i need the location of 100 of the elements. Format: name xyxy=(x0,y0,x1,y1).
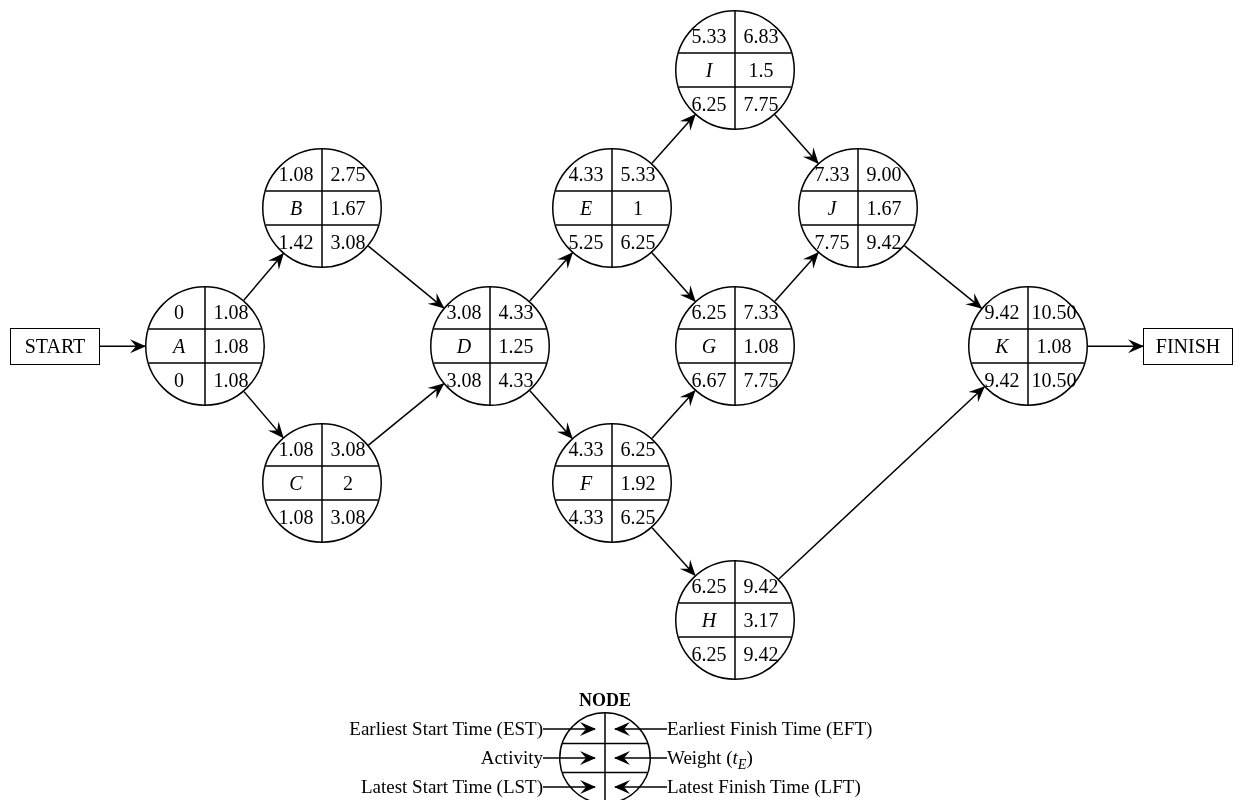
time-value: 6.25 xyxy=(690,642,728,667)
time-value: 0 xyxy=(173,368,185,393)
time-value: 7.33 xyxy=(742,300,780,325)
arrow xyxy=(529,390,573,439)
time-value: 1.08 xyxy=(742,334,780,359)
activity-node-circle xyxy=(262,423,382,543)
time-value: 9.42 xyxy=(742,642,780,667)
activity-label: B xyxy=(288,196,304,221)
time-value: 2.75 xyxy=(329,162,367,187)
time-value: 2 xyxy=(342,471,354,496)
time-value: 5.33 xyxy=(619,162,657,187)
time-value: 1.67 xyxy=(329,196,367,221)
time-value: 1 xyxy=(632,196,644,221)
arrow xyxy=(367,245,445,309)
activity-label: G xyxy=(700,334,718,359)
time-value: 4.33 xyxy=(567,437,605,462)
activity-label: A xyxy=(171,334,187,359)
time-value: 1.67 xyxy=(865,196,903,221)
legend-text: Weight (t$_{E}$) xyxy=(667,745,967,771)
leader-arrow xyxy=(542,780,596,794)
arrow xyxy=(903,245,983,309)
terminal-box: FINISH xyxy=(1143,328,1233,365)
time-value: 1.25 xyxy=(497,334,535,359)
time-value: 6.25 xyxy=(619,505,657,530)
time-value: 4.33 xyxy=(567,505,605,530)
time-value: 6.25 xyxy=(690,300,728,325)
time-value: 1.08 xyxy=(212,334,250,359)
time-value: 1.08 xyxy=(212,300,250,325)
time-value: 3.08 xyxy=(329,230,367,255)
time-value: 5.25 xyxy=(567,230,605,255)
time-value: 3.17 xyxy=(742,608,780,633)
arrow xyxy=(243,390,284,439)
arrow xyxy=(651,389,696,440)
arrow xyxy=(778,386,985,580)
time-value: 3.08 xyxy=(445,300,483,325)
activity-node-circle xyxy=(675,286,795,406)
time-value: 7.75 xyxy=(742,368,780,393)
time-value: 4.33 xyxy=(497,368,535,393)
arrow xyxy=(774,252,819,302)
leader-arrow xyxy=(614,780,668,794)
time-value: 3.08 xyxy=(329,437,367,462)
time-value: 1.08 xyxy=(277,437,315,462)
time-value: 7.75 xyxy=(813,230,851,255)
time-value: 0 xyxy=(173,300,185,325)
time-value: 10.50 xyxy=(1030,368,1078,393)
leader-arrow xyxy=(614,751,668,765)
leader-arrow xyxy=(614,722,668,736)
time-value: 6.25 xyxy=(690,574,728,599)
time-value: 1.08 xyxy=(277,162,315,187)
legend-heading: NODE xyxy=(579,690,631,711)
arrow xyxy=(367,383,445,446)
time-value: 9.42 xyxy=(865,230,903,255)
time-value: 9.42 xyxy=(742,574,780,599)
activity-node-circle xyxy=(675,10,795,130)
activity-node-circle xyxy=(968,286,1088,406)
leader-arrow xyxy=(542,751,596,765)
legend-text: Latest Finish Time (LFT) xyxy=(667,774,967,800)
time-value: 1.08 xyxy=(277,505,315,530)
terminal-box: START xyxy=(10,328,100,365)
time-value: 7.33 xyxy=(813,162,851,187)
time-value: 3.08 xyxy=(445,368,483,393)
arrow xyxy=(243,253,284,301)
activity-node-circle xyxy=(552,148,672,268)
arrow xyxy=(529,252,573,302)
time-value: 7.75 xyxy=(742,92,780,117)
time-value: 6.25 xyxy=(690,92,728,117)
activity-node-circle xyxy=(798,148,918,268)
activity-label: F xyxy=(578,471,594,496)
arrow xyxy=(99,339,146,354)
leader-arrow xyxy=(542,722,596,736)
legend-text: Earliest Finish Time (EFT) xyxy=(667,716,967,742)
activity-node-circle xyxy=(675,560,795,680)
time-value: 6.25 xyxy=(619,230,657,255)
arrow xyxy=(651,526,696,577)
time-value: 9.42 xyxy=(983,300,1021,325)
activity-label: K xyxy=(994,334,1011,359)
legend-text: Latest Start Time (LST) xyxy=(243,774,543,800)
time-value: 9.42 xyxy=(983,368,1021,393)
time-value: 6.83 xyxy=(742,24,780,49)
activity-node-circle xyxy=(145,286,265,406)
time-value: 5.33 xyxy=(690,24,728,49)
activity-node-circle xyxy=(552,423,672,543)
time-value: 10.50 xyxy=(1030,300,1078,325)
time-value: 4.33 xyxy=(567,162,605,187)
activity-node-circle xyxy=(430,286,550,406)
time-value: 4.33 xyxy=(497,300,535,325)
legend-text: Activity xyxy=(243,745,543,771)
arrow xyxy=(774,114,819,164)
time-value: 3.08 xyxy=(329,505,367,530)
time-value: 6.67 xyxy=(690,368,728,393)
activity-label: H xyxy=(700,608,718,633)
activity-label: I xyxy=(704,58,714,83)
arrow xyxy=(651,114,696,164)
activity-label: E xyxy=(578,196,594,221)
time-value: 1.08 xyxy=(1035,334,1073,359)
activity-label: D xyxy=(455,334,473,359)
legend-text: Earliest Start Time (EST) xyxy=(243,716,543,742)
time-value: 6.25 xyxy=(619,437,657,462)
arrow xyxy=(651,252,696,302)
time-value: 1.08 xyxy=(212,368,250,393)
